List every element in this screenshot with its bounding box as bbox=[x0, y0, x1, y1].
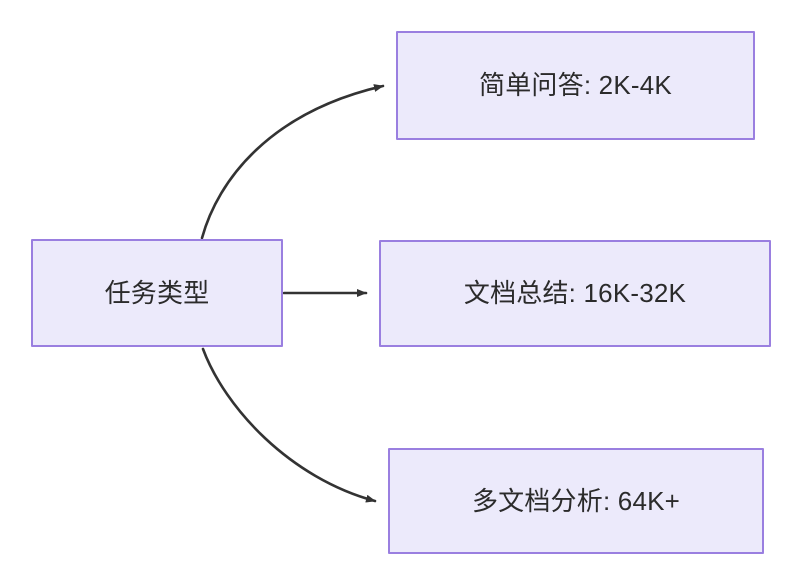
edge-source-to-simple bbox=[200, 84, 385, 240]
node-label: 简单问答: 2K-4K bbox=[479, 70, 672, 101]
node-task-type[interactable]: 任务类型 bbox=[31, 239, 283, 347]
node-simple-qa[interactable]: 简单问答: 2K-4K bbox=[396, 31, 755, 140]
edge-source-to-multi bbox=[201, 347, 377, 503]
node-document-summary[interactable]: 文档总结: 16K-32K bbox=[379, 240, 771, 347]
node-multi-document-analysis[interactable]: 多文档分析: 64K+ bbox=[388, 448, 764, 554]
node-label: 任务类型 bbox=[104, 277, 210, 308]
node-label: 多文档分析: 64K+ bbox=[471, 485, 681, 516]
node-label: 文档总结: 16K-32K bbox=[463, 278, 687, 309]
